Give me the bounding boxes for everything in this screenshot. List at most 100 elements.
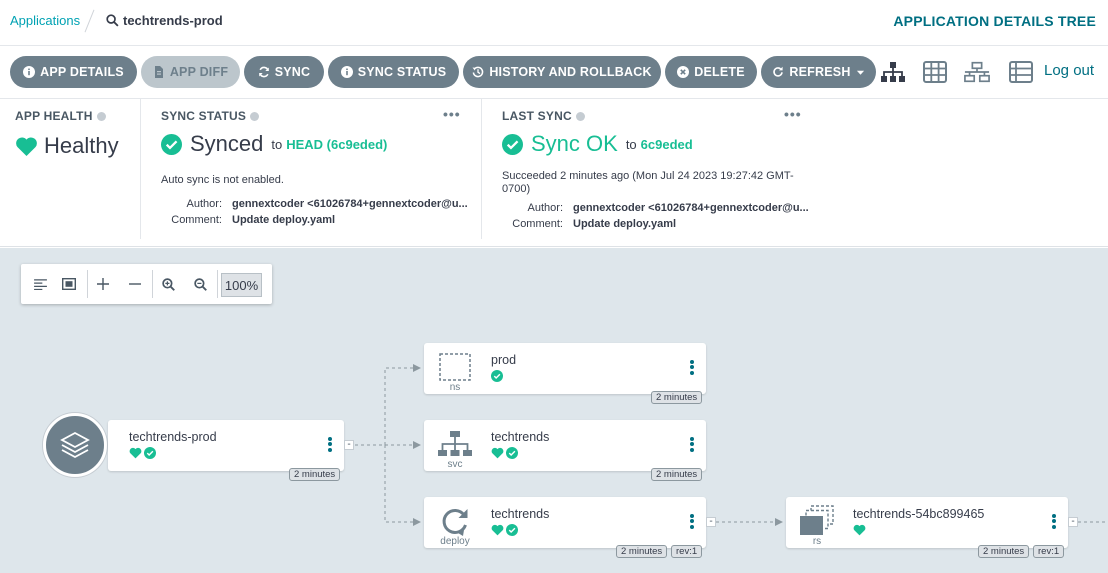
zoom-out-icon[interactable] xyxy=(188,264,212,304)
refresh-button[interactable]: REFRESH xyxy=(761,56,876,88)
collapse-icon[interactable] xyxy=(123,264,147,304)
heart-icon xyxy=(16,136,37,156)
comment-label: Comment: xyxy=(171,214,222,226)
last-sync-title: LAST SYNC xyxy=(502,109,572,123)
app-details-label: APP DETAILS xyxy=(40,65,124,79)
sync-revision-link[interactable]: HEAD (6c9eded) xyxy=(286,136,388,152)
age-badge: 2 minutes xyxy=(978,545,1030,558)
last-sync-succeeded-text-2: 0700) xyxy=(502,183,531,195)
check-circle-icon xyxy=(491,370,503,382)
node-status xyxy=(853,524,866,536)
zoom-level[interactable]: 100% xyxy=(221,273,262,297)
application-node-icon[interactable] xyxy=(43,413,107,477)
help-icon[interactable] xyxy=(575,111,585,121)
node-actions-menu[interactable] xyxy=(689,358,695,376)
heart-icon xyxy=(491,524,504,536)
node-kind: ns xyxy=(449,382,461,393)
caret-down-icon xyxy=(856,70,864,75)
node-actions-menu[interactable] xyxy=(689,435,695,453)
deployment-node[interactable]: deploy techtrends xyxy=(424,497,706,548)
author-label: Author: xyxy=(186,198,222,210)
replicaset-node[interactable]: rs techtrends-54bc899465 xyxy=(786,497,1068,548)
app-details-button[interactable]: APP DETAILS xyxy=(10,56,137,88)
zoom-in-icon[interactable] xyxy=(156,264,180,304)
collapse-toggle[interactable]: - xyxy=(706,517,716,527)
node-name: techtrends xyxy=(491,507,550,521)
sync-status-label: SYNC STATUS xyxy=(357,65,447,79)
divider xyxy=(140,99,141,239)
help-icon[interactable] xyxy=(96,111,106,121)
sync-status-value: Synced to HEAD (6c9eded) xyxy=(161,131,387,157)
node-kind: rs xyxy=(812,536,822,547)
author-value: gennextcoder <61026784+gennextcoder@u... xyxy=(232,198,467,210)
auto-sync-text: Auto sync is not enabled. xyxy=(161,174,284,186)
last-sync-value: Sync OK to 6c9eded xyxy=(502,131,693,157)
breadcrumb-current-label: techtrends-prod xyxy=(123,13,223,28)
node-name: techtrends xyxy=(491,430,550,444)
zoom-toolbar: 100% xyxy=(21,264,272,304)
sync-status-menu[interactable]: ••• xyxy=(443,106,461,122)
check-circle-icon xyxy=(161,133,182,155)
app-health-value: Healthy xyxy=(15,133,119,159)
age-badge: 2 minutes xyxy=(651,468,703,481)
check-circle-icon xyxy=(506,524,518,536)
info-icon xyxy=(23,66,36,78)
node-kind: deploy xyxy=(440,536,470,547)
history-and-rollback-button[interactable]: HISTORY AND ROLLBACK xyxy=(463,56,661,88)
health-status-text: Healthy xyxy=(44,133,119,158)
sync-label: SYNC xyxy=(274,65,311,79)
last-sync-menu[interactable]: ••• xyxy=(784,106,802,122)
age-badge: 2 minutes xyxy=(616,545,668,558)
sync-status-button[interactable]: SYNC STATUS xyxy=(328,56,459,88)
delete-button[interactable]: DELETE xyxy=(665,56,757,88)
sync-button[interactable]: SYNC xyxy=(244,56,324,88)
align-left-icon[interactable] xyxy=(28,264,52,304)
namespace-icon xyxy=(439,353,471,381)
namespace-node[interactable]: ns prod xyxy=(424,343,706,394)
age-badge: 2 minutes xyxy=(651,391,703,404)
file-icon xyxy=(154,66,163,78)
sync-status-section-label: SYNC STATUS xyxy=(161,109,260,123)
last-sync-text: Sync OK xyxy=(531,131,618,156)
view-title: APPLICATION DETAILS TREE xyxy=(893,13,1096,29)
divider xyxy=(87,270,88,298)
resource-tree-canvas[interactable]: 100% techtrends-prod 2 minu xyxy=(0,248,1108,573)
app-diff-button[interactable]: APP DIFF xyxy=(141,56,240,88)
help-icon[interactable] xyxy=(250,111,260,121)
node-status xyxy=(491,524,518,536)
network-view-icon[interactable] xyxy=(964,61,990,83)
node-actions-menu[interactable] xyxy=(327,435,333,453)
collapse-toggle[interactable]: - xyxy=(344,440,354,450)
check-circle-icon xyxy=(502,133,523,155)
author-value: gennextcoder <61026784+gennextcoder@u... xyxy=(573,202,808,214)
last-sync-revision-link[interactable]: 6c9eded xyxy=(640,136,693,152)
revision-badge: rev:1 xyxy=(671,545,703,558)
author-label: Author: xyxy=(527,202,563,214)
comment-label: Comment: xyxy=(512,218,563,230)
replicaset-icon xyxy=(800,505,834,535)
comment-value: Update deploy.yaml xyxy=(232,214,336,226)
node-name: prod xyxy=(491,353,517,367)
node-actions-menu[interactable] xyxy=(1051,512,1057,530)
deployment-icon xyxy=(442,508,468,536)
sync-status-title: SYNC STATUS xyxy=(161,109,247,123)
app-health-label: APP HEALTH xyxy=(15,109,106,123)
application-node[interactable]: techtrends-prod xyxy=(108,420,344,471)
node-actions-menu[interactable] xyxy=(689,512,695,530)
divider xyxy=(152,270,153,298)
collapse-toggle[interactable]: - xyxy=(1068,517,1078,527)
expand-icon[interactable] xyxy=(91,264,115,304)
node-name: techtrends-prod xyxy=(129,430,217,444)
breadcrumb-applications-link[interactable]: Applications xyxy=(10,13,81,28)
tree-view-icon[interactable] xyxy=(880,61,906,83)
service-node[interactable]: svc techtrends xyxy=(424,420,706,471)
revision-badge: rev:1 xyxy=(1033,545,1065,558)
pods-grid-view-icon[interactable] xyxy=(922,61,948,83)
logout-link[interactable]: Log out xyxy=(1044,62,1095,79)
heart-icon xyxy=(129,447,142,459)
check-circle-icon xyxy=(506,447,518,459)
fit-screen-icon[interactable] xyxy=(57,264,81,304)
check-circle-icon xyxy=(144,447,156,459)
breadcrumb-current-app[interactable]: techtrends-prod xyxy=(106,13,223,28)
list-view-icon[interactable] xyxy=(1008,61,1034,83)
